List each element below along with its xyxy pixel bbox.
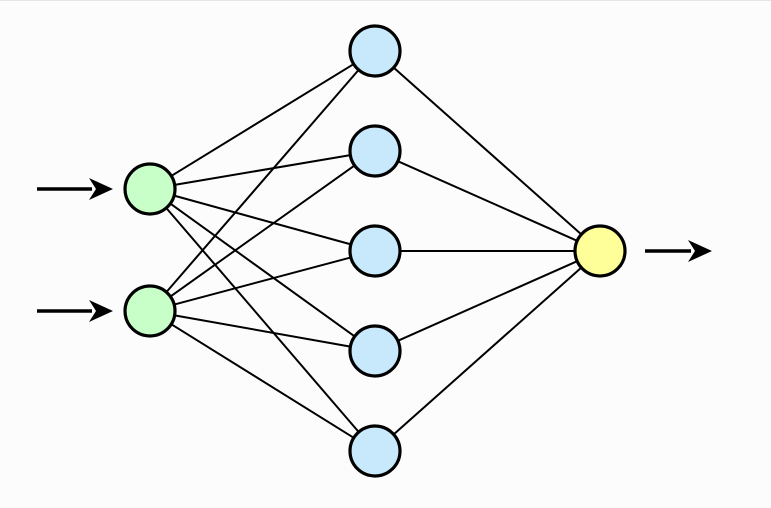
node-hidden-5[interactable] bbox=[348, 424, 402, 478]
connection-i1-h2 bbox=[173, 154, 352, 186]
connection-h1-o1 bbox=[392, 66, 583, 236]
node-hidden-1[interactable] bbox=[348, 24, 402, 78]
connection-i1-h5 bbox=[165, 206, 360, 434]
connection-h5-o1 bbox=[392, 266, 583, 436]
connection-i2-h2 bbox=[169, 164, 356, 298]
node-hidden-4[interactable] bbox=[348, 324, 402, 378]
connection-i1-h4 bbox=[169, 202, 356, 338]
node-output-1[interactable] bbox=[573, 224, 627, 278]
connection-i1-h1 bbox=[170, 63, 355, 177]
connection-i2-h1 bbox=[165, 68, 360, 294]
node-hidden-2[interactable] bbox=[348, 124, 402, 178]
node-input-1[interactable] bbox=[123, 162, 177, 216]
io-arrows-group bbox=[37, 178, 712, 322]
input-arrow-1-head bbox=[89, 178, 113, 200]
node-input-2[interactable] bbox=[123, 284, 177, 338]
connection-h4-o1 bbox=[396, 260, 579, 342]
connection-i2-h3 bbox=[173, 256, 352, 306]
input-arrow-2-head bbox=[89, 300, 113, 322]
connection-i2-h5 bbox=[170, 323, 355, 439]
connection-i2-h4 bbox=[173, 314, 352, 348]
connection-i1-h3 bbox=[173, 194, 352, 246]
node-hidden-3[interactable] bbox=[348, 224, 402, 278]
connections-group bbox=[165, 63, 583, 439]
nodes-group bbox=[123, 24, 627, 478]
connection-h2-o1 bbox=[396, 160, 579, 242]
output-arrow-1-head bbox=[688, 240, 712, 262]
